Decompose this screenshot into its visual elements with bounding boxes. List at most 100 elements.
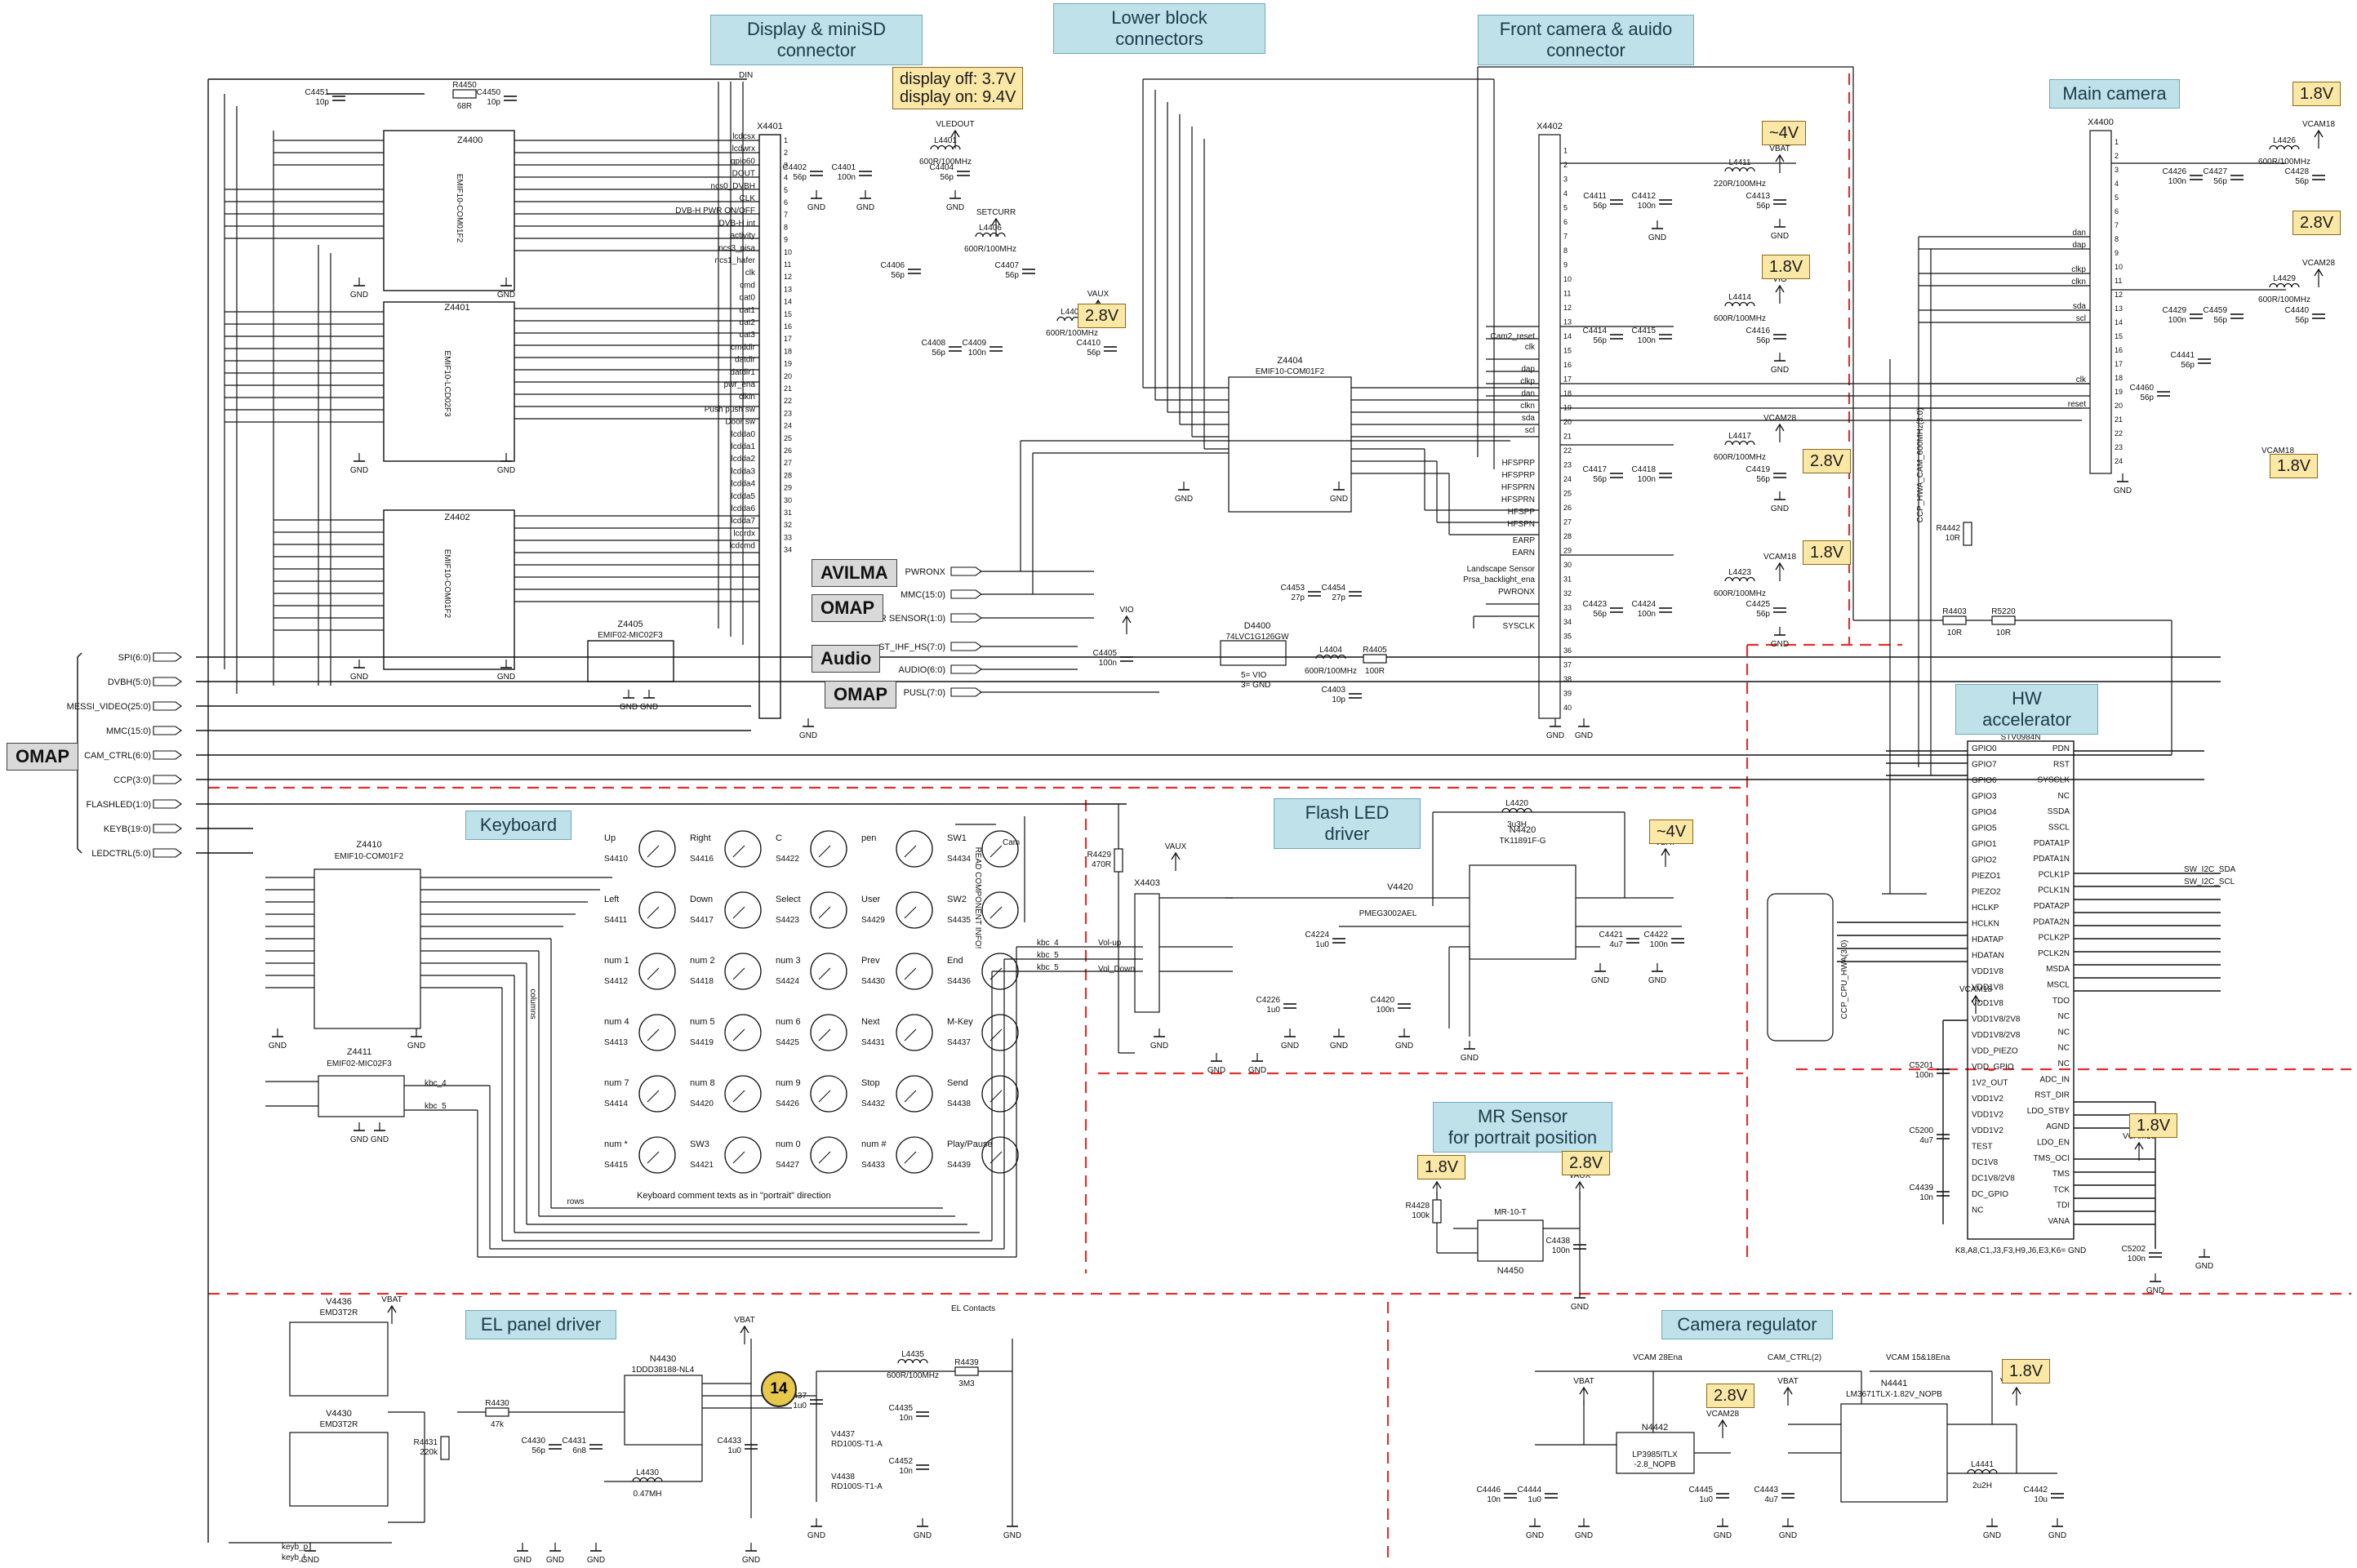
connector-pin-number: 22 — [784, 397, 792, 405]
keypad-key — [896, 830, 933, 868]
front-signal-label: clkn — [1520, 402, 1535, 411]
bus-port-arrow — [950, 642, 982, 651]
lower-bus-label: AUDIO(6:0) — [899, 665, 945, 675]
display-signal-label: lcdda6 — [732, 504, 756, 513]
capacitor-label: C4438 — [1546, 1237, 1571, 1246]
connector-pin-number: 19 — [1563, 404, 1572, 412]
capacitor-label: C4419 — [1746, 465, 1771, 474]
schematic-labels: Z4400EMIF10-COM01F2Z4401EMIF10-LCD02F3Z4… — [67, 71, 2336, 1565]
connector-pin-number: 8 — [2115, 235, 2119, 243]
section-title-keyboard: Keyboard — [465, 811, 571, 840]
inductor-coil — [1989, 1468, 1998, 1474]
capacitor-label: 1u0 — [1699, 1495, 1713, 1504]
key-ref: S4414 — [604, 1099, 628, 1108]
capacitor-label: 10n — [1487, 1495, 1501, 1504]
voltage-tag-4v-front: ~4V — [1762, 121, 1807, 145]
capacitor-label: 100n — [1099, 659, 1117, 668]
connector-pin-number: 7 — [784, 211, 788, 219]
ground-label: GND — [514, 1556, 531, 1565]
capacitor-label: 100n — [1638, 475, 1656, 484]
display-signal-label: lcdda1 — [732, 442, 756, 451]
ground-label: GND — [1771, 504, 1789, 513]
key-label: num 8 — [690, 1078, 715, 1088]
supply-label: VCAM18 — [1763, 553, 1796, 562]
inductor-value: 3u3H — [1507, 820, 1527, 829]
connector-pin-number: 29 — [784, 484, 792, 492]
ground-label: GND — [1648, 976, 1666, 985]
capacitor-label: C4422 — [1644, 931, 1669, 939]
inductor-coil — [1739, 167, 1748, 172]
supply-label: VIO — [1119, 606, 1133, 615]
supply-label: SETCURR — [976, 208, 1016, 217]
capacitor-label: 4u7 — [1609, 940, 1623, 949]
ground-label: GND — [1571, 1303, 1589, 1312]
inductor-value: 600R/100MHz — [919, 158, 972, 167]
component-ref: N4430 — [650, 1354, 676, 1364]
hw-pin-right: NC — [2058, 792, 2070, 801]
ground-label: GND — [1591, 976, 1609, 985]
capacitor-label: C4450 — [477, 88, 501, 97]
capacitor-label: C4425 — [1746, 600, 1771, 609]
keypad-key — [724, 1075, 762, 1113]
inductor-coil — [1739, 440, 1748, 446]
hw-pin-left: GPIO3 — [1972, 793, 1997, 802]
supply-label: VCAM28 — [1706, 1410, 1739, 1419]
net-label-omap-lower-b: OMAP — [825, 681, 896, 708]
capacitor-label: C4424 — [1632, 600, 1657, 609]
ground-label: GND — [1395, 1042, 1413, 1051]
keyboard-wiring — [265, 816, 1143, 1258]
connector-pin-number: 16 — [2115, 346, 2123, 354]
connector-pin-number: 7 — [1563, 233, 1568, 241]
hw-pin-left: VDD1V8 — [1972, 999, 2003, 1008]
keypad-key — [896, 1136, 933, 1174]
capacitor-label: C4408 — [922, 339, 946, 348]
el-contacts-label: EL Contacts — [951, 1304, 995, 1313]
component-part: -2.8_NOPB — [1634, 1460, 1675, 1469]
key-switch — [989, 906, 1003, 919]
hw-pin-right: PCLK1N — [2038, 886, 2070, 895]
keypad-key — [810, 1014, 847, 1051]
capacitor-label: 1u0 — [1528, 1495, 1541, 1504]
capacitor-label: C5201 — [1910, 1061, 1934, 1070]
key-ref: S4420 — [690, 1099, 714, 1108]
connector-pin-number: 37 — [1563, 661, 1572, 669]
inductor-ref: L4404 — [1319, 646, 1342, 655]
key-switch — [904, 1090, 917, 1103]
keypad-key — [724, 1136, 762, 1174]
key-switch — [904, 906, 917, 919]
display-signal-label: lcdda7 — [732, 517, 756, 526]
ground-label: GND — [1771, 640, 1789, 649]
section-title-front-camera: Front camera & auido connector — [1478, 15, 1694, 65]
capacitor-label: C4414 — [1583, 326, 1608, 335]
hw-pin-right: NC — [2058, 1028, 2070, 1037]
ground-label: GND — [946, 203, 964, 212]
capacitor-label: 100n — [2168, 316, 2186, 325]
hw-pin-right: PDATA2N — [2033, 917, 2070, 926]
component-part: RD100S-T1-A — [831, 1440, 883, 1449]
inductor-ref: L4414 — [1728, 293, 1751, 302]
inductor-value: 220R/100MHz — [1714, 180, 1766, 189]
ground-label: GND — [1461, 1054, 1479, 1063]
keypad-key — [724, 1014, 762, 1051]
lower-bus-label: PUSL(7:0) — [904, 688, 945, 698]
inductor-ref: L4429 — [2273, 274, 2296, 283]
voltage-tag-2v8-main-cam: 2.8V — [2293, 211, 2341, 235]
capacitor-label: 4u7 — [1919, 1136, 1933, 1145]
hw-pin-left: GPIO1 — [1972, 840, 1997, 849]
ground-label: GND — [350, 1135, 368, 1144]
resistor — [1991, 615, 2016, 625]
keypad-key — [638, 1014, 676, 1051]
main-camera-signal-label: clkn — [2071, 278, 2086, 287]
capacitor-label: 10p — [315, 98, 329, 107]
inductor-coil — [1974, 1468, 1983, 1474]
inductor-coil — [905, 1358, 914, 1364]
keypad-key — [981, 830, 1019, 868]
resistor-ref: R4431 — [414, 1438, 438, 1447]
hw-pin-left: DC1V8 — [1972, 1158, 1999, 1167]
key-label: pen — [861, 833, 876, 843]
connector-pin-number: 12 — [2115, 291, 2123, 299]
display-signal-label: dat1 — [740, 306, 756, 315]
key-switch — [904, 845, 917, 858]
connector-pin-number: 13 — [2115, 304, 2123, 313]
supply-label: VBAT — [734, 1316, 754, 1325]
